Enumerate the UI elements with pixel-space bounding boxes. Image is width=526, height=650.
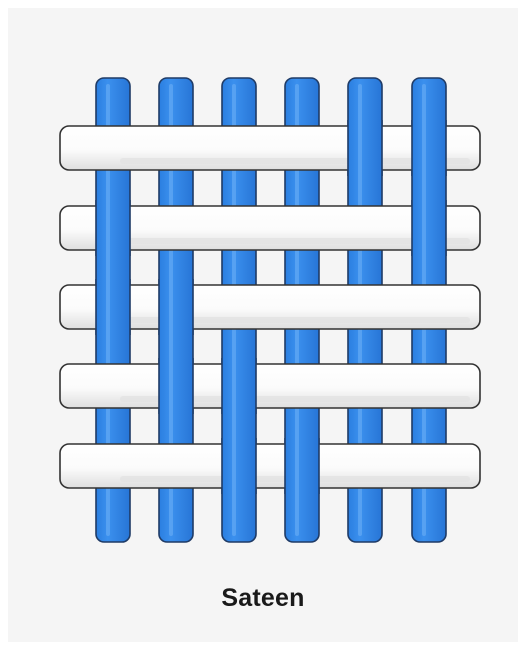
warp-float-r3-c1 bbox=[96, 279, 130, 335]
warp-float-r3-c2 bbox=[159, 279, 193, 335]
warp-float-r2-c6 bbox=[412, 200, 446, 256]
diagram-caption: Sateen bbox=[0, 584, 526, 613]
weft-thread-5 bbox=[60, 444, 480, 488]
warp-float-r4-c3 bbox=[222, 358, 256, 414]
warp-float-r1-c5 bbox=[348, 120, 382, 176]
warp-float-r5-c3 bbox=[222, 438, 256, 494]
warp-float-r2-c1 bbox=[96, 200, 130, 256]
weft-thread-4 bbox=[60, 364, 480, 408]
warp-float-r5-c4 bbox=[285, 438, 319, 494]
warp-float-r4-c2 bbox=[159, 358, 193, 414]
warp-float-r1-c6 bbox=[412, 120, 446, 176]
